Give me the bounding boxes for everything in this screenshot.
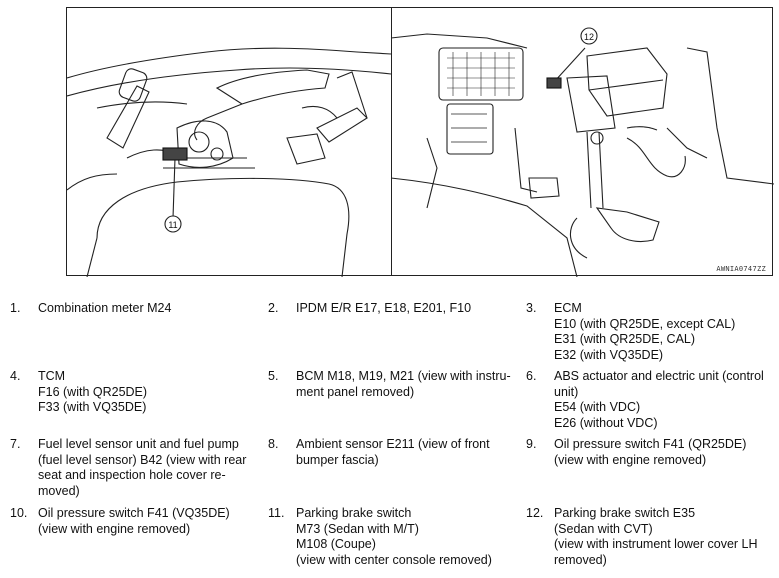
legend-item-number: 5.: [268, 369, 279, 383]
legend-item-line: Combination meter M24: [38, 301, 172, 315]
legend-item-line: Oil pressure switch F41 (QR25DE): [554, 437, 747, 451]
legend-item-line: (view with engine removed): [554, 452, 707, 467]
legend-item-line: E54 (with VDC): [554, 400, 641, 415]
legend-item-line: seat and inspection hole cover re-: [38, 468, 226, 483]
legend-item-line: BCM M18, M19, M21 (view with instru-: [296, 369, 511, 383]
legend-item-text: Combination meter M24: [38, 301, 260, 317]
callout-11: 11: [168, 220, 177, 230]
legend-item-line: E10 (with QR25DE, except CAL): [554, 316, 736, 331]
legend-item-number: 1.: [10, 301, 21, 315]
legend-item-text: Parking brake switch E35(Sedan with CVT)…: [554, 506, 776, 568]
legend-item-text: Fuel level sensor unit and fuel pump(fue…: [38, 437, 260, 499]
legend-item-line: M73 (Sedan with M/T): [296, 521, 419, 536]
legend-item-number: 4.: [10, 369, 21, 383]
legend-item-line: ment panel removed): [296, 384, 415, 399]
legend-item-line: Fuel level sensor unit and fuel pump: [38, 437, 239, 451]
legend-item-number: 8.: [268, 437, 279, 451]
legend-item-number: 2.: [268, 301, 279, 315]
legend-item-line: (view with instrument lower cover LH: [554, 537, 758, 552]
legend-item-text: BCM M18, M19, M21 (view with instru-ment…: [296, 369, 518, 400]
component-location-figure: 11: [66, 7, 774, 277]
legend-item-line: E32 (with VQ35DE): [554, 347, 664, 362]
legend-item-line: removed): [554, 552, 607, 567]
legend-item-text: Oil pressure switch F41 (VQ35DE)(view wi…: [38, 506, 260, 537]
legend-item-line: Parking brake switch: [296, 506, 412, 520]
legend-item-number: 10.: [10, 506, 28, 520]
legend-item-line: Ambient sensor E211 (view of front: [296, 437, 490, 451]
legend-item-line: (view with engine removed): [38, 521, 191, 536]
legend-item-line: F16 (with QR25DE): [38, 384, 148, 399]
figure-line-art: 11: [67, 27, 774, 277]
legend-item-line: Oil pressure switch F41 (VQ35DE): [38, 506, 230, 520]
legend-item-line: E26 (without VDC): [554, 415, 658, 430]
figure-code: AWNIA0747ZZ: [716, 265, 766, 273]
legend-item-number: 12.: [526, 506, 544, 520]
legend-item-number: 11.: [268, 506, 285, 520]
legend-item-line: bumper fascia): [296, 452, 379, 467]
legend-item-line: unit): [554, 384, 579, 399]
legend-item-text: Oil pressure switch F41 (QR25DE)(view wi…: [554, 437, 776, 468]
legend-item-line: ECM: [554, 301, 582, 315]
legend-item-line: M108 (Coupe): [296, 537, 376, 552]
legend-item-number: 3.: [526, 301, 537, 315]
legend-item-line: moved): [38, 483, 80, 498]
legend-item-line: (view with center console removed): [296, 552, 492, 567]
legend-item-line: Parking brake switch E35: [554, 506, 696, 520]
legend-item-text: IPDM E/R E17, E18, E201, F10: [296, 301, 518, 317]
legend-item-line: ABS actuator and electric unit (control: [554, 369, 764, 383]
legend-item-line: TCM: [38, 369, 66, 383]
legend-item-number: 6.: [526, 369, 537, 383]
legend-item-number: 7.: [10, 437, 21, 451]
legend-item-line: IPDM E/R E17, E18, E201, F10: [296, 301, 472, 315]
legend-item-line: E31 (with QR25DE, CAL): [554, 332, 696, 347]
callout-12: 12: [584, 32, 594, 42]
legend-item-line: (Sedan with CVT): [554, 521, 653, 536]
panel-divider: [391, 8, 392, 275]
legend-item-line: F33 (with VQ35DE): [38, 400, 147, 415]
legend-item-line: (fuel level sensor) B42 (view with rear: [38, 452, 247, 467]
legend-item-number: 9.: [526, 437, 537, 451]
